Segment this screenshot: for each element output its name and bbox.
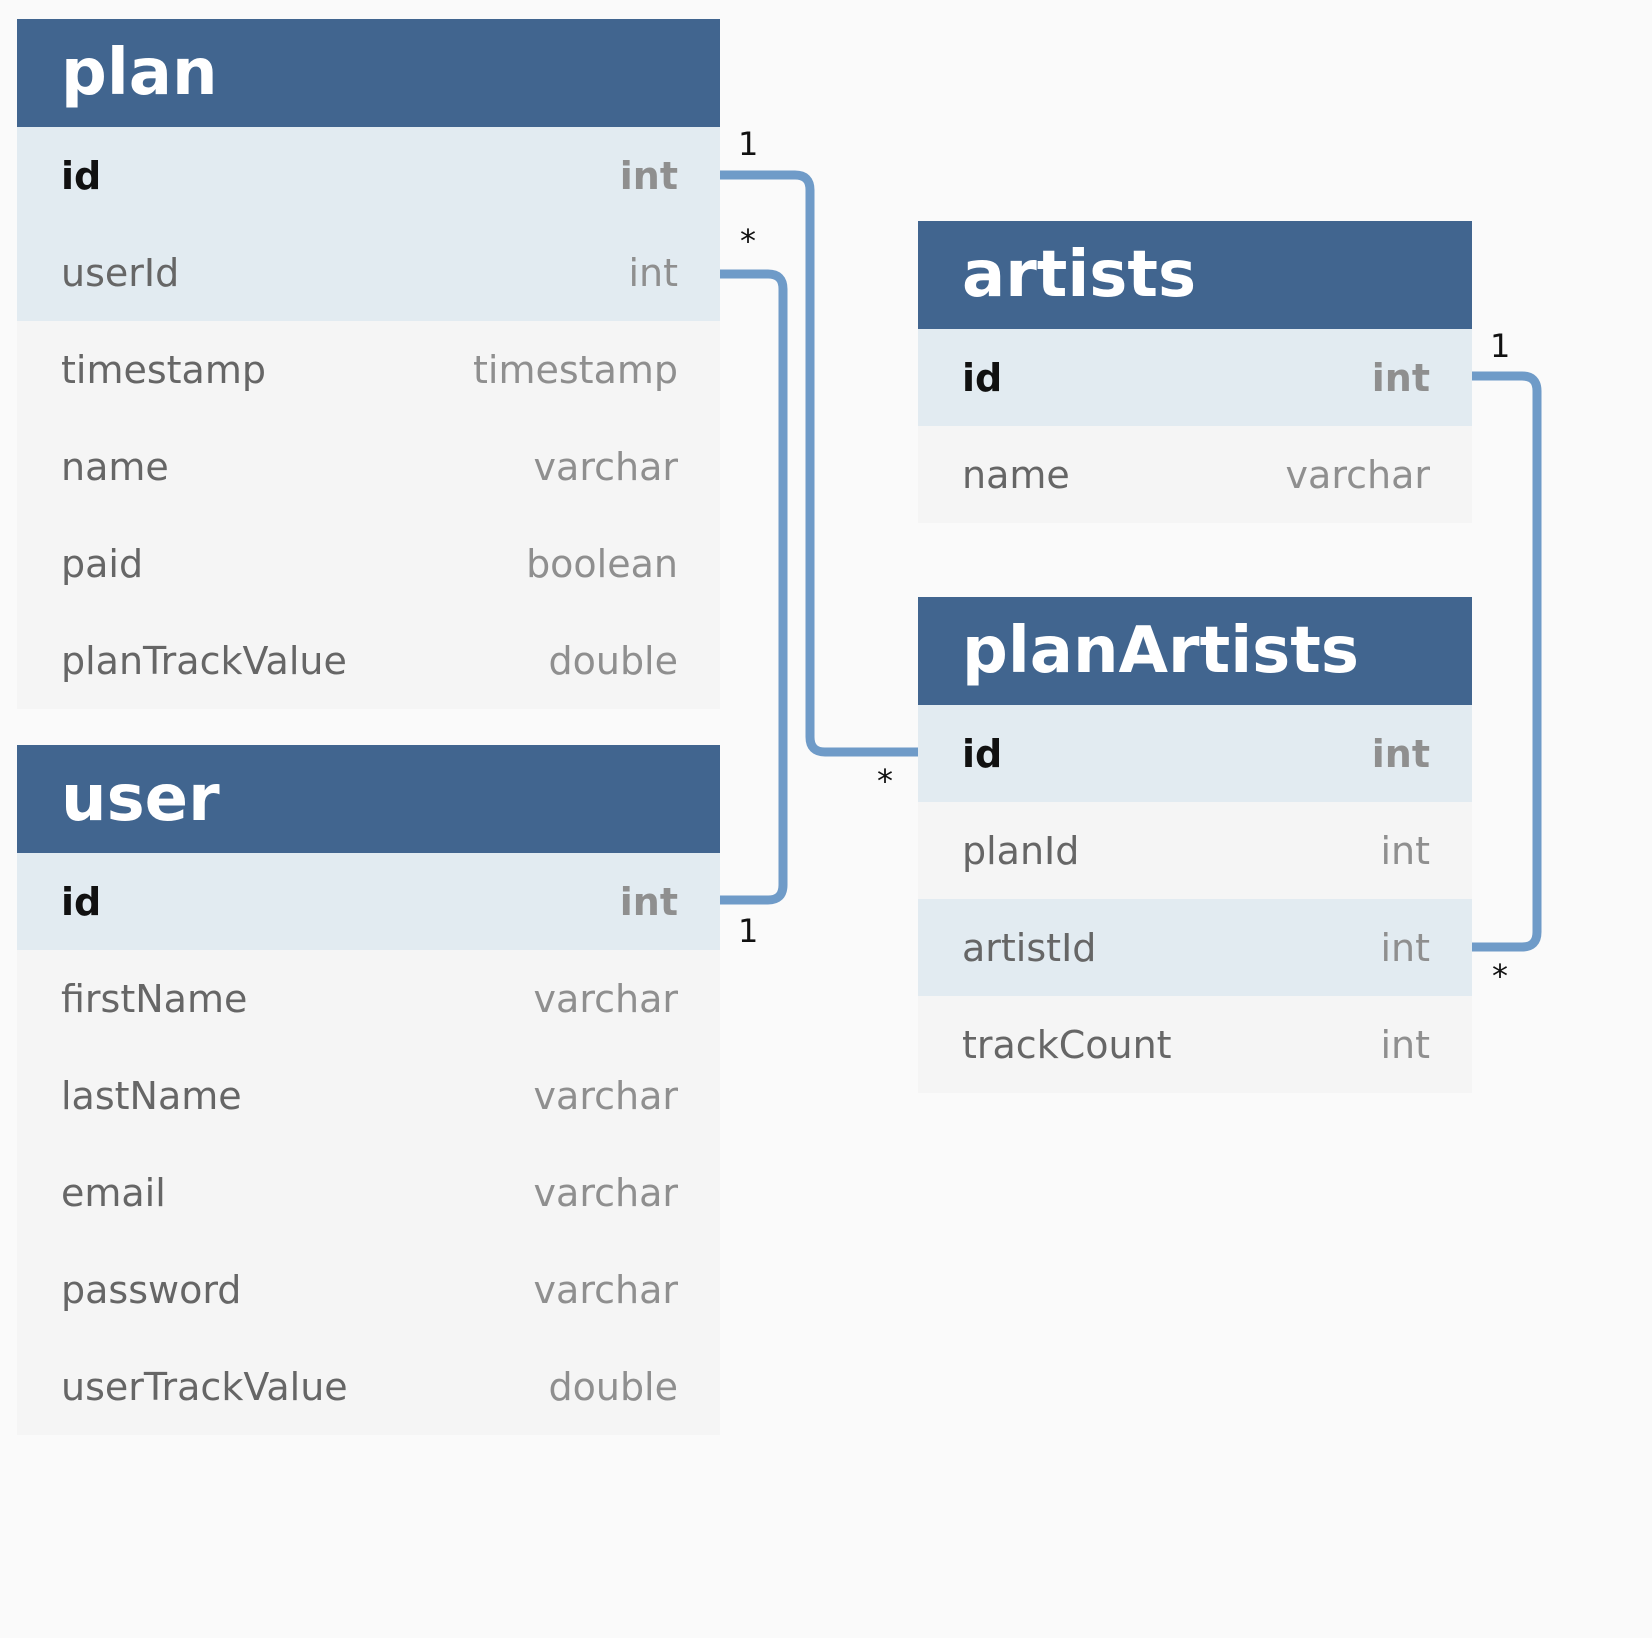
column-name: userTrackValue bbox=[61, 1364, 348, 1409]
table-title: plan bbox=[17, 19, 720, 127]
table-title: user bbox=[17, 745, 720, 853]
column-name: planTrackValue bbox=[61, 638, 347, 683]
column-name: planId bbox=[962, 828, 1080, 873]
table-row[interactable]: trackCount int bbox=[918, 996, 1472, 1093]
table-row[interactable]: name varchar bbox=[918, 426, 1472, 523]
table-row[interactable]: email varchar bbox=[17, 1144, 720, 1241]
table-planartists[interactable]: planArtists id int planId int artistId i… bbox=[918, 597, 1472, 1093]
column-type: int bbox=[619, 153, 678, 198]
column-type: varchar bbox=[533, 976, 678, 1021]
table-row[interactable]: artistId int bbox=[918, 899, 1472, 996]
column-type: double bbox=[548, 1364, 678, 1409]
table-row[interactable]: paid boolean bbox=[17, 515, 720, 612]
table-row[interactable]: id int bbox=[918, 329, 1472, 426]
column-name: id bbox=[61, 879, 102, 924]
table-row[interactable]: id int bbox=[17, 853, 720, 950]
table-row[interactable]: id int bbox=[17, 127, 720, 224]
table-row[interactable]: planTrackValue double bbox=[17, 612, 720, 709]
column-type: varchar bbox=[1285, 452, 1430, 497]
table-row[interactable]: lastName varchar bbox=[17, 1047, 720, 1144]
table-row[interactable]: id int bbox=[918, 705, 1472, 802]
table-artists[interactable]: artists id int name varchar bbox=[918, 221, 1472, 523]
cardinality-planartists-planid: * bbox=[877, 762, 893, 800]
column-type: varchar bbox=[533, 444, 678, 489]
column-name: name bbox=[962, 452, 1070, 497]
column-type: int bbox=[628, 250, 678, 295]
cardinality-planartists-artistid: * bbox=[1492, 957, 1508, 995]
link-artists-id-to-planartists-artistid bbox=[1472, 371, 1542, 952]
column-type: double bbox=[548, 638, 678, 683]
table-row[interactable]: timestamp timestamp bbox=[17, 321, 720, 418]
column-type: int bbox=[1371, 731, 1430, 776]
column-type: int bbox=[1380, 925, 1430, 970]
column-name: trackCount bbox=[962, 1022, 1172, 1067]
column-name: userId bbox=[61, 250, 180, 295]
column-type: int bbox=[1371, 355, 1430, 400]
column-type: varchar bbox=[533, 1170, 678, 1215]
column-name: artistId bbox=[962, 925, 1097, 970]
table-row[interactable]: password varchar bbox=[17, 1241, 720, 1338]
column-type: timestamp bbox=[473, 347, 678, 392]
column-name: email bbox=[61, 1170, 166, 1215]
column-type: varchar bbox=[533, 1073, 678, 1118]
table-plan[interactable]: plan id int userId int timestamp timesta… bbox=[17, 19, 720, 709]
column-name: lastName bbox=[61, 1073, 242, 1118]
link-plan-id-to-planartists bbox=[720, 170, 918, 757]
table-title: planArtists bbox=[918, 597, 1472, 705]
table-row[interactable]: userTrackValue double bbox=[17, 1338, 720, 1435]
column-type: int bbox=[619, 879, 678, 924]
column-name: password bbox=[61, 1267, 242, 1312]
column-type: varchar bbox=[533, 1267, 678, 1312]
link-user-id-to-plan-userid bbox=[720, 269, 788, 905]
cardinality-user-id: 1 bbox=[738, 912, 759, 950]
column-name: id bbox=[962, 731, 1003, 776]
column-name: id bbox=[61, 153, 102, 198]
cardinality-plan-userid: * bbox=[740, 222, 756, 260]
column-type: int bbox=[1380, 1022, 1430, 1067]
cardinality-artists-id: 1 bbox=[1490, 327, 1511, 365]
table-row[interactable]: name varchar bbox=[17, 418, 720, 515]
column-name: firstName bbox=[61, 976, 248, 1021]
table-title: artists bbox=[918, 221, 1472, 329]
table-row[interactable]: planId int bbox=[918, 802, 1472, 899]
table-row[interactable]: userId int bbox=[17, 224, 720, 321]
column-name: id bbox=[962, 355, 1003, 400]
column-type: boolean bbox=[526, 541, 678, 586]
column-name: paid bbox=[61, 541, 144, 586]
column-name: timestamp bbox=[61, 347, 266, 392]
column-name: name bbox=[61, 444, 169, 489]
table-row[interactable]: firstName varchar bbox=[17, 950, 720, 1047]
cardinality-plan-id: 1 bbox=[738, 125, 759, 163]
column-type: int bbox=[1380, 828, 1430, 873]
table-user[interactable]: user id int firstName varchar lastName v… bbox=[17, 745, 720, 1435]
